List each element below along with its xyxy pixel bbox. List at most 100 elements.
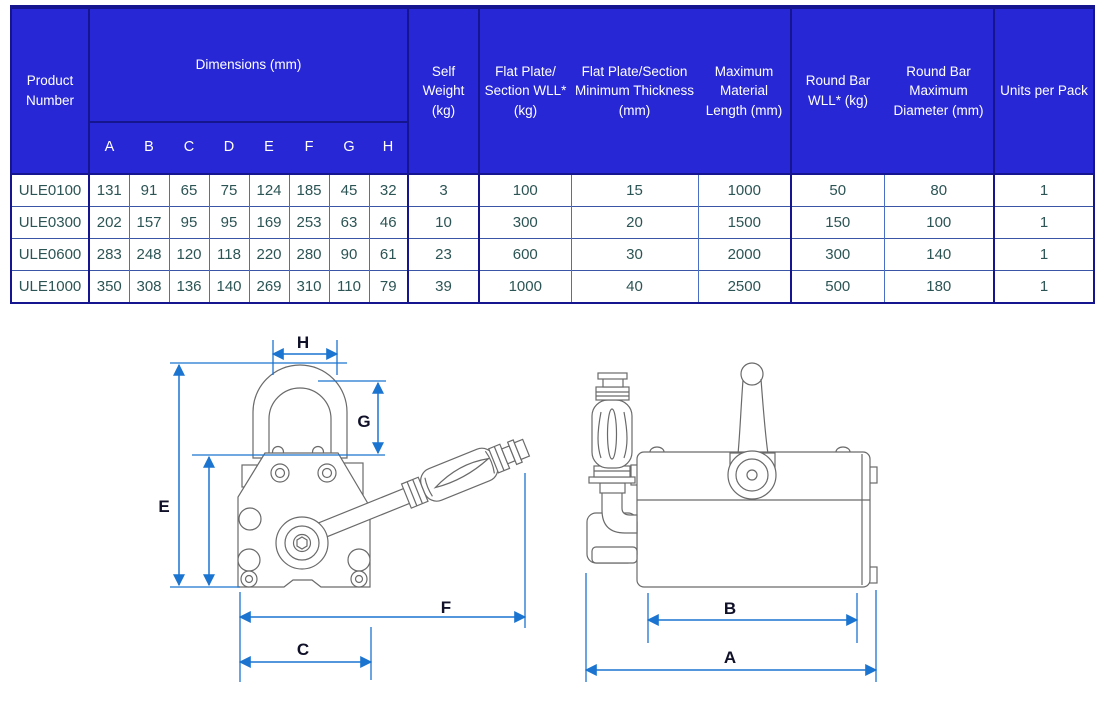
cell-dim-a: 350 [88, 270, 129, 303]
cell-dim-c: 65 [168, 173, 209, 207]
cell-dim-d: 75 [208, 173, 249, 207]
cell-product: ULE0600 [11, 238, 89, 271]
front-view-drawing [237, 364, 531, 588]
shackle-outline [252, 364, 348, 459]
col-header-round-wll: Round Bar WLL* (kg) [790, 7, 885, 175]
cell-self-weight: 10 [407, 206, 480, 239]
cell-dim-h: 61 [368, 238, 409, 271]
front-view-dimensions: H E G F C [158, 333, 527, 682]
cell-flat-wll: 300 [478, 206, 572, 239]
cell-dim-g: 90 [328, 238, 369, 271]
dim-label-f: F [441, 598, 451, 617]
col-header-flat-min-thickness: Flat Plate/Section Minimum Thickness (mm… [571, 7, 699, 175]
cell-units: 1 [993, 206, 1095, 239]
cell-dim-a: 131 [88, 173, 129, 207]
col-header-dim-e: E [249, 122, 289, 175]
col-header-flat-wll: Flat Plate/ Section WLL* (kg) [478, 7, 572, 175]
cell-min-thickness: 20 [570, 206, 699, 239]
cell-units: 1 [993, 270, 1095, 303]
cell-round-dia: 80 [883, 173, 995, 207]
col-header-max-material-length: Maximum Material Length (mm) [698, 7, 792, 175]
cell-dim-b: 157 [128, 206, 169, 239]
cell-dim-e: 269 [248, 270, 289, 303]
cell-min-thickness: 30 [570, 238, 699, 271]
cell-self-weight: 3 [407, 173, 480, 207]
cell-round-wll: 500 [790, 270, 885, 303]
col-header-dim-d: D [209, 122, 249, 175]
cell-round-wll: 300 [790, 238, 885, 271]
cell-max-length: 2000 [697, 238, 792, 271]
eye-ring [740, 362, 764, 386]
cell-self-weight: 39 [407, 270, 480, 303]
cell-dim-c: 95 [168, 206, 209, 239]
cell-dim-f: 280 [288, 238, 329, 271]
cell-dim-b: 308 [128, 270, 169, 303]
col-header-dim-b: B [129, 122, 169, 175]
cell-dim-f: 185 [288, 173, 329, 207]
handle-front [306, 438, 531, 544]
cell-product: ULE1000 [11, 270, 89, 303]
table-row: ULE0300 202 157 95 95 169 253 63 46 10 3… [11, 206, 1095, 239]
cell-round-dia: 180 [883, 270, 995, 303]
dimension-h: H [271, 333, 339, 375]
dimension-b: B [646, 593, 859, 643]
dim-label-g: G [357, 412, 370, 431]
cell-dim-d: 140 [208, 270, 249, 303]
side-view-dimensions: B A [584, 573, 878, 682]
cell-max-length: 1000 [697, 173, 792, 207]
cell-dim-a: 202 [88, 206, 129, 239]
cell-max-length: 2500 [697, 270, 792, 303]
cell-dim-f: 253 [288, 206, 329, 239]
cell-round-dia: 100 [883, 206, 995, 239]
table-row: ULE1000 350 308 136 140 269 310 110 79 3… [11, 270, 1095, 303]
col-header-dim-f: F [289, 122, 329, 175]
cell-product: ULE0300 [11, 206, 89, 239]
dim-label-c: C [297, 640, 309, 659]
col-header-dim-a: A [88, 122, 129, 175]
col-header-dim-g: G [329, 122, 369, 175]
cell-units: 1 [993, 173, 1095, 207]
cell-dim-e: 169 [248, 206, 289, 239]
dim-label-a: A [724, 648, 736, 667]
cell-dim-d: 95 [208, 206, 249, 239]
table-row: ULE0600 283 248 120 118 220 280 90 61 23… [11, 238, 1095, 271]
col-header-dim-c: C [169, 122, 209, 175]
col-header-dimensions-group: Dimensions (mm) [87, 7, 409, 123]
cell-dim-h: 32 [368, 173, 409, 207]
cell-round-dia: 140 [883, 238, 995, 271]
cell-dim-f: 310 [288, 270, 329, 303]
cell-dim-d: 118 [208, 238, 249, 271]
cell-product: ULE0100 [11, 173, 89, 207]
cell-dim-h: 79 [368, 270, 409, 303]
cell-dim-a: 283 [88, 238, 129, 271]
dimension-a: A [584, 573, 878, 682]
cell-round-wll: 150 [790, 206, 885, 239]
dim-label-h: H [297, 333, 309, 352]
cell-dim-h: 46 [368, 206, 409, 239]
cell-dim-c: 120 [168, 238, 209, 271]
dim-label-e: E [158, 497, 169, 516]
dim-label-b: B [724, 599, 736, 618]
cell-dim-c: 136 [168, 270, 209, 303]
handle-side [586, 372, 638, 564]
cell-min-thickness: 15 [570, 173, 699, 207]
technical-drawings: H E G F C [0, 288, 1100, 698]
dimension-e: E [158, 362, 385, 588]
dimension-g: G [318, 380, 386, 455]
cell-dim-g: 110 [328, 270, 369, 303]
table-row: ULE0100 131 91 65 75 124 185 45 32 3 100… [11, 173, 1095, 207]
cell-dim-e: 220 [248, 238, 289, 271]
cell-units: 1 [993, 238, 1095, 271]
col-header-self-weight: Self Weight (kg) [407, 7, 480, 175]
cell-min-thickness: 40 [570, 270, 699, 303]
cell-dim-g: 63 [328, 206, 369, 239]
cell-max-length: 1500 [697, 206, 792, 239]
col-header-units-per-pack: Units per Pack [993, 7, 1095, 175]
cell-flat-wll: 1000 [478, 270, 572, 303]
col-header-round-max-dia: Round Bar Maximum Diameter (mm) [884, 7, 995, 175]
cell-flat-wll: 600 [478, 238, 572, 271]
dimension-c: C [238, 627, 373, 680]
side-view-drawing [586, 362, 878, 588]
cell-round-wll: 50 [790, 173, 885, 207]
cell-dim-b: 248 [128, 238, 169, 271]
